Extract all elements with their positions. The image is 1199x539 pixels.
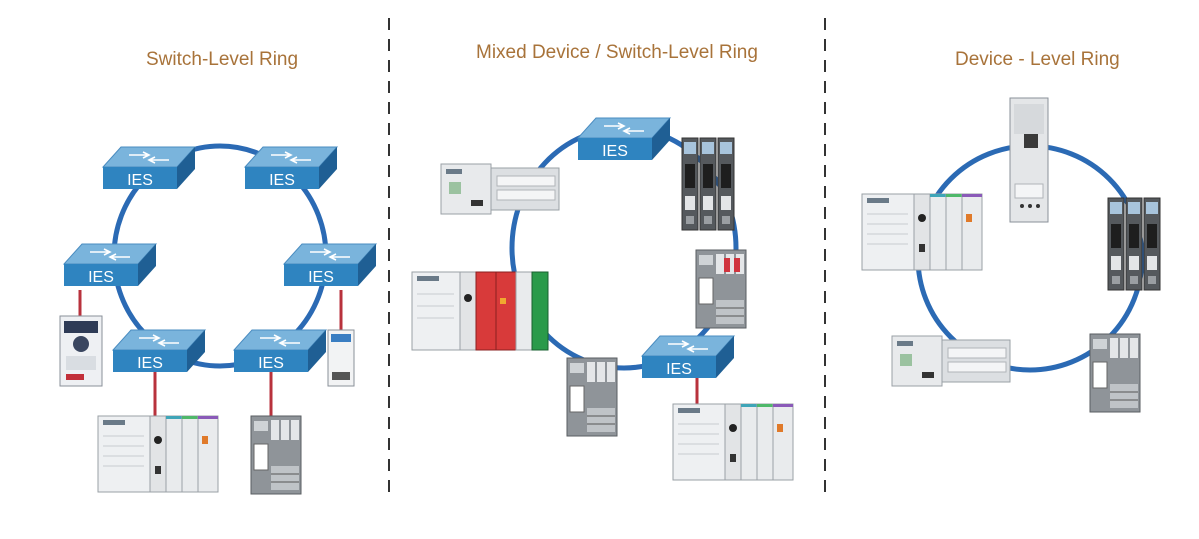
svg-text:IES: IES [88, 269, 114, 286]
point-io-module-icon [1089, 333, 1141, 413]
controller-chassis-icon [861, 193, 983, 271]
ethernet-switch-icon: IES [244, 146, 338, 190]
controller-chassis-icon [411, 271, 549, 351]
point-io-module-icon [250, 415, 302, 495]
svg-text:IES: IES [127, 172, 153, 189]
controller-chassis-icon [672, 403, 794, 481]
point-io-module-icon [566, 357, 618, 437]
svg-text:IES: IES [666, 361, 692, 378]
ethernet-switch-icon: IES [283, 243, 377, 287]
switch-level-ring-title: Switch-Level Ring [146, 49, 299, 70]
ethernet-switch-icon: IES [102, 146, 196, 190]
controller-chassis-icon [97, 415, 219, 493]
mixed-ring-title: Mixed Device / Switch-Level Ring [476, 42, 758, 63]
io-block-icon [891, 335, 1011, 387]
ethernet-switch-icon: IES [233, 329, 327, 373]
drive-module-icon [1107, 197, 1161, 291]
point-io-module-icon [695, 249, 747, 329]
drive-module-icon [681, 137, 735, 231]
svg-text:IES: IES [602, 143, 628, 160]
svg-text:IES: IES [258, 355, 284, 372]
ethernet-switch-icon: IES [112, 329, 206, 373]
ethernet-switch-icon: IES [641, 335, 735, 379]
svg-text:IES: IES [269, 172, 295, 189]
io-block-icon [440, 163, 560, 215]
ethernet-switch-icon: IES [577, 117, 671, 161]
variable-frequency-drive-icon [59, 315, 103, 387]
ethernet-switch-icon: IES [63, 243, 157, 287]
sensor-module-icon [327, 329, 355, 387]
network-tap-icon [1009, 97, 1049, 223]
svg-text:IES: IES [308, 269, 334, 286]
device-level-ring-title: Device - Level Ring [955, 49, 1120, 70]
svg-text:IES: IES [137, 355, 163, 372]
